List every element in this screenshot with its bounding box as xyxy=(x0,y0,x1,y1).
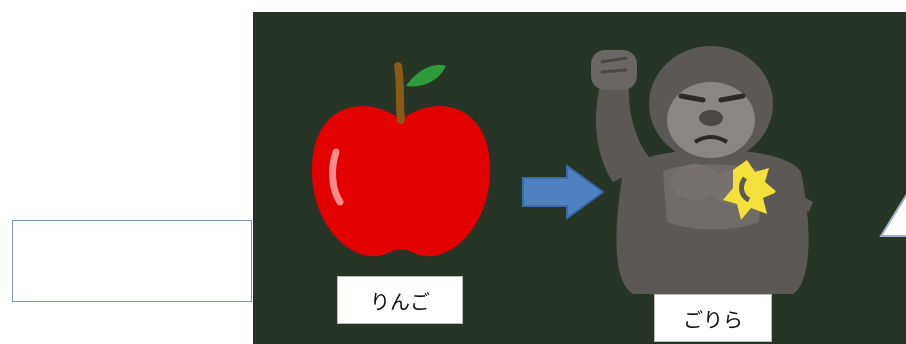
apple-word-card: りんご xyxy=(337,276,463,324)
gorilla-illustration xyxy=(591,46,813,294)
right-arrow-icon xyxy=(522,164,605,220)
chalkboard-slide: りんご ごりら xyxy=(253,12,906,344)
empty-text-box[interactable] xyxy=(12,220,252,302)
gorilla-word-card: ごりら xyxy=(654,294,772,342)
apple-illustration xyxy=(311,62,491,257)
speech-bubble-partial xyxy=(879,193,906,237)
